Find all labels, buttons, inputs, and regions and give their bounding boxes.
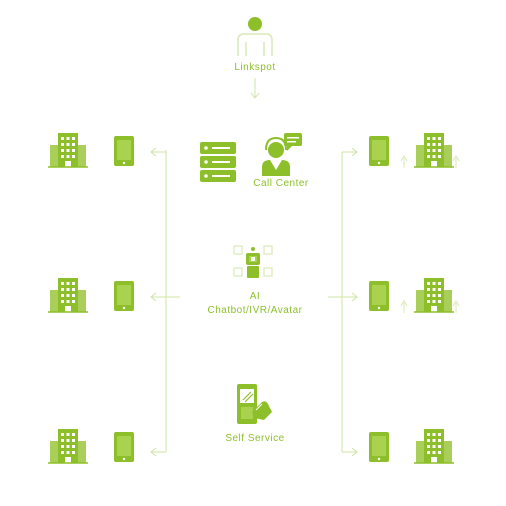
- call-agent-icon: [262, 133, 302, 176]
- right-building-2: [413, 277, 455, 313]
- ai-sub-label: Chatbot/IVR/Avatar: [207, 305, 303, 316]
- call-center-label: Call Center: [253, 178, 309, 189]
- left-building-1: [47, 132, 89, 168]
- left-building-2: [47, 277, 89, 313]
- left-tablet-2: [114, 281, 134, 311]
- right-tablet-1: [369, 136, 389, 166]
- left-tablet-3: [114, 432, 134, 462]
- self-service-label: Self Service: [225, 433, 285, 444]
- left-building-3: [47, 428, 89, 464]
- ai-label: AI: [249, 291, 261, 302]
- right-building-1: [413, 132, 455, 168]
- right-tablet-3: [369, 432, 389, 462]
- kiosk-icon: [237, 384, 272, 424]
- server-icon: [200, 142, 236, 182]
- right-tablet-2: [369, 281, 389, 311]
- user-icon: [237, 17, 273, 56]
- left-tablet-1: [114, 136, 134, 166]
- robot-icon: [233, 245, 273, 278]
- top-label: Linkspot: [234, 62, 276, 73]
- right-building-3: [413, 428, 455, 464]
